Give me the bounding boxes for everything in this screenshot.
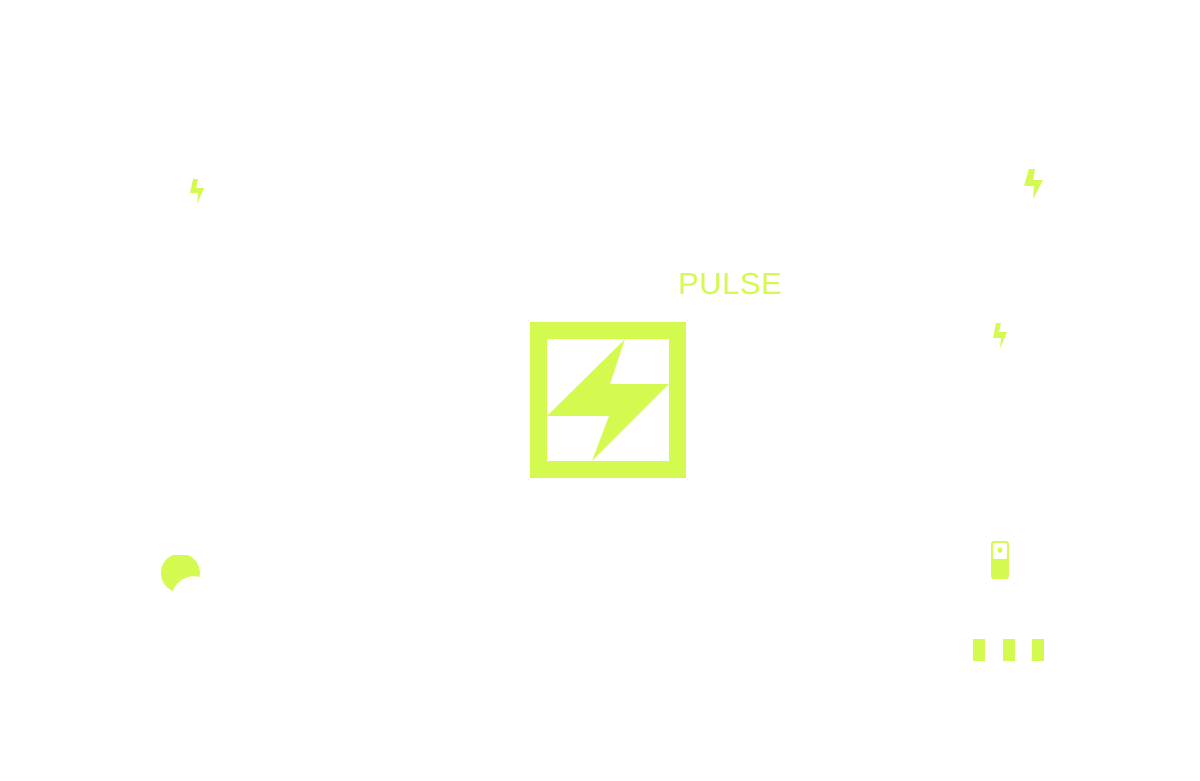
lightning-bolt-icon [992,323,1010,349]
remote-device-icon [990,540,1010,580]
brand-title: PULSE [678,266,783,301]
lightning-bolt-icon [1023,169,1045,199]
lightning-bolt-in-square-icon [530,322,686,478]
triple-bar-icon [973,639,1045,661]
lightning-bolt-icon [189,179,207,204]
crescent-icon [160,555,201,592]
